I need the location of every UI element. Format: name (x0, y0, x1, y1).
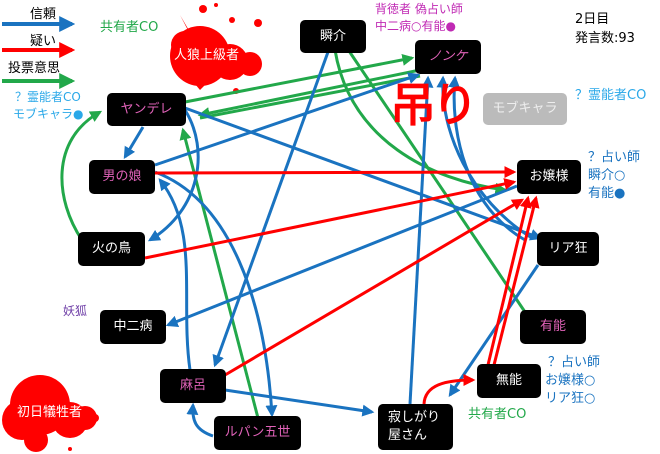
node-nonke[interactable]: ノンケ (415, 40, 481, 74)
node-hinotori[interactable]: 火の鳥 (78, 232, 145, 266)
yandere-note-2: モブキャラ● (13, 107, 84, 121)
werewolf-co-note: 共有者CO (100, 20, 159, 35)
edge-trust (436, 75, 533, 240)
mob-co-note: ？霊能者CO (575, 88, 647, 103)
fox-note: 妖狐 (63, 304, 88, 318)
node-munou[interactable]: 無能 (477, 364, 541, 398)
node-sabishigari-line1: 寂しがり (388, 410, 441, 426)
blood-splatter-icon (2, 375, 99, 452)
edge-trust (154, 72, 421, 167)
node-first-victim[interactable]: 初日犠牲者 (16, 405, 82, 421)
day-label: 2日目 (575, 12, 610, 27)
munou-note-1: ？占い師 (548, 355, 601, 370)
edge-trust (224, 388, 375, 417)
blood-splatter-icon (170, 3, 262, 94)
node-shunsuke[interactable]: 瞬介 (300, 20, 366, 53)
edge-trust (448, 75, 526, 242)
edge-doubt (486, 195, 532, 366)
edge-vote (199, 74, 421, 120)
legend-doubt-label: 疑い (30, 34, 57, 49)
node-werewolf[interactable]: 人狼上級者 (173, 48, 239, 64)
edge-vote (197, 68, 421, 119)
node-riakyou[interactable]: リア狂 (537, 232, 599, 266)
node-yuunou[interactable]: 有能 (520, 310, 586, 344)
edge-trust (158, 178, 192, 371)
edge-vote (184, 53, 415, 104)
ojou-note-1: ？占い師 (588, 150, 641, 165)
edge-doubt (492, 195, 540, 366)
node-maro[interactable]: 麻呂 (160, 369, 226, 403)
sabishi-co-note: 共有者CO (468, 407, 527, 422)
node-sabishigari-line2: 屋さん (388, 428, 428, 443)
edge-trust (147, 109, 200, 242)
edge-doubt (154, 166, 517, 179)
edge-trust (212, 51, 330, 368)
node-sabishigari[interactable]: 寂しがり 屋さん (378, 404, 453, 450)
ojou-note-3: 有能● (588, 186, 626, 201)
edge-vote (60, 110, 103, 241)
yandere-note-1: ？霊能者CO (15, 90, 81, 104)
edge-trust (408, 75, 434, 405)
node-ojousama[interactable]: お嬢様 (517, 160, 581, 194)
munou-note-3: リア狂○ (545, 391, 596, 406)
node-yandere[interactable]: ヤンデレ (107, 93, 186, 126)
nonke-note-1: 背徳者 偽占い師 (375, 2, 463, 16)
legend-vote-label: 投票意思 (8, 61, 61, 76)
munou-note-2: お嬢様○ (545, 373, 596, 388)
edge-trust (186, 402, 214, 438)
edge-trust (154, 170, 278, 418)
hang-label: 吊り (390, 78, 478, 132)
node-mobchara[interactable]: モブキャラ (483, 93, 567, 125)
nonke-note-2: 中二病○有能● (375, 19, 456, 33)
node-otokonoko[interactable]: 男の娘 (89, 160, 155, 194)
edge-doubt (422, 374, 476, 405)
node-lupin[interactable]: ルパン五世 (214, 416, 301, 450)
edge-doubt (144, 178, 517, 260)
legend-trust-label: 信頼 (30, 7, 57, 22)
post-count: 発言数:93 (575, 31, 635, 46)
node-chuunibyou[interactable]: 中二病 (100, 310, 166, 344)
edge-trust (123, 126, 145, 160)
edge-trust (165, 184, 518, 328)
ojou-note-2: 瞬介○ (588, 168, 626, 183)
edge-trust (448, 264, 540, 397)
edge-doubt (224, 198, 525, 377)
